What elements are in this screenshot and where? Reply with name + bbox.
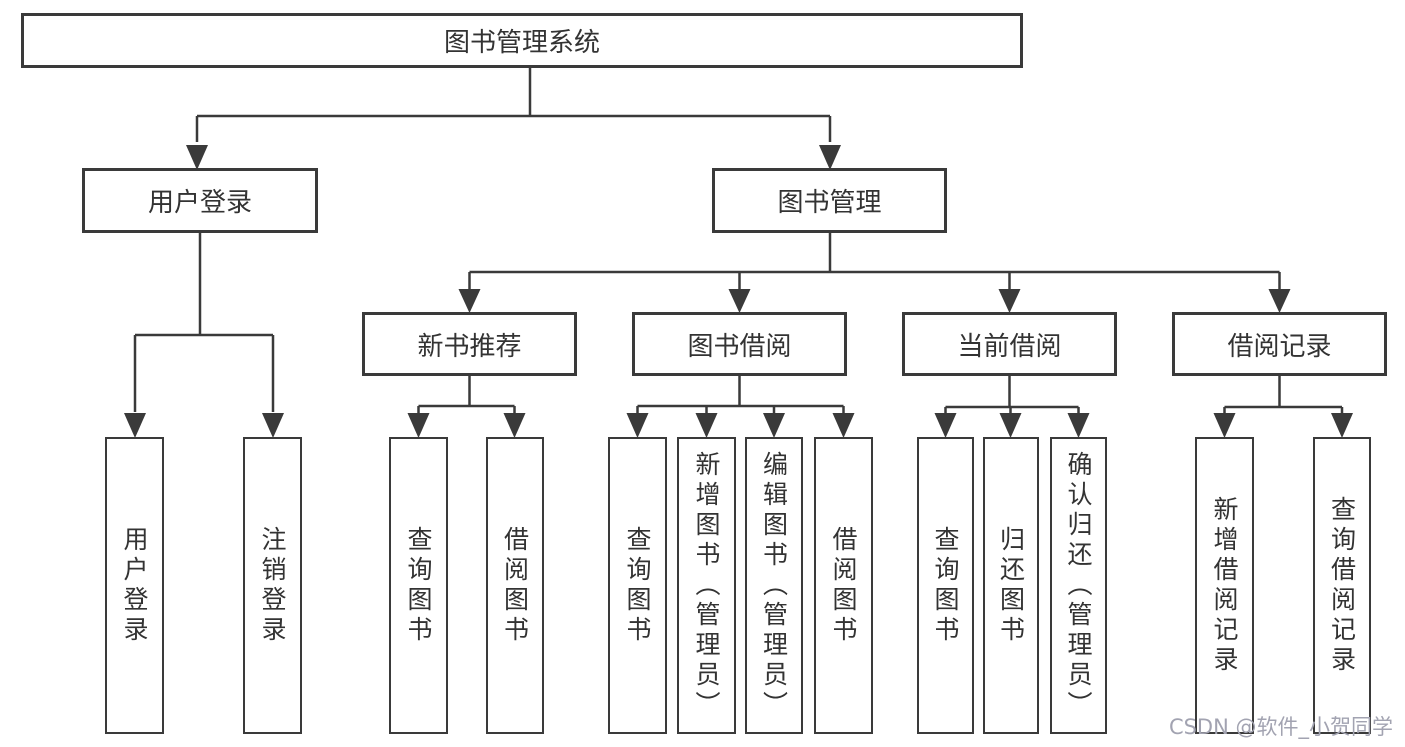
leaf-logout: 注销登录 [243, 437, 302, 734]
csdn-watermark: CSDN @软件_小贺同学 [1168, 715, 1393, 739]
leaf-edit-books-admin: 编辑图书（管理员） [745, 437, 803, 734]
leaf-return-books: 归还图书 [983, 437, 1039, 734]
node-new-book-recommend: 新书推荐 [362, 312, 577, 376]
leaf-add-books-admin-label: 新增图书（管理员） [692, 450, 721, 721]
leaf-return-books-label: 归还图书 [996, 525, 1026, 646]
leaf-query-books-borrowing: 查询图书 [608, 437, 667, 734]
connector-book-management-to-level3 [458, 233, 1291, 313]
connector-root-to-level2 [186, 68, 841, 170]
connector-current-borrowing-to-leaves [934, 376, 1090, 438]
leaf-add-borrow-record: 新增借阅记录 [1195, 437, 1254, 734]
node-user-login-label: 用户登录 [147, 188, 252, 218]
leaf-user-login: 用户登录 [105, 437, 164, 734]
node-new-book-recommend-label: 新书推荐 [417, 331, 522, 362]
leaf-borrow-books-recommend-label: 借阅图书 [500, 525, 530, 646]
leaf-query-books-current: 查询图书 [917, 437, 974, 734]
leaf-query-borrow-record: 查询借阅记录 [1313, 437, 1371, 734]
leaf-add-borrow-record-label: 新增借阅记录 [1210, 495, 1239, 676]
leaf-borrow-books-recommend: 借阅图书 [486, 437, 544, 734]
leaf-logout-label: 注销登录 [258, 525, 287, 646]
node-book-management-label: 图书管理 [777, 188, 882, 218]
leaf-user-login-label: 用户登录 [120, 525, 149, 646]
node-library-system: 图书管理系统 [21, 13, 1023, 68]
node-book-management: 图书管理 [712, 168, 947, 233]
leaf-borrow-books-label: 借阅图书 [829, 525, 858, 646]
connector-user-login-to-leaves [124, 233, 284, 438]
node-current-borrowing-label: 当前借阅 [957, 331, 1062, 362]
leaf-edit-books-admin-label: 编辑图书（管理员） [759, 450, 789, 721]
node-library-system-label: 图书管理系统 [443, 28, 600, 58]
leaf-add-books-admin: 新增图书（管理员） [677, 437, 736, 734]
leaf-query-books-borrowing-label: 查询图书 [623, 525, 652, 646]
node-borrowing-records: 借阅记录 [1172, 312, 1387, 376]
connector-new-book-recommend-to-leaves [407, 376, 526, 438]
leaf-query-books-recommend-label: 查询图书 [404, 525, 433, 646]
node-book-borrowing-label: 图书借阅 [687, 331, 792, 362]
leaf-borrow-books: 借阅图书 [814, 437, 873, 734]
leaf-query-books-recommend: 查询图书 [389, 437, 448, 734]
leaf-query-borrow-record-label: 查询借阅记录 [1327, 495, 1357, 676]
leaf-query-books-current-label: 查询图书 [931, 525, 960, 646]
node-borrowing-records-label: 借阅记录 [1227, 331, 1332, 362]
node-book-borrowing: 图书借阅 [632, 312, 847, 376]
leaf-confirm-return-admin-label: 确认归还（管理员） [1064, 450, 1093, 721]
node-current-borrowing: 当前借阅 [902, 312, 1117, 376]
node-user-login: 用户登录 [82, 168, 318, 233]
connector-borrowing-records-to-leaves [1213, 376, 1353, 438]
connector-book-borrowing-to-leaves [626, 376, 855, 438]
leaf-confirm-return-admin: 确认归还（管理员） [1050, 437, 1107, 734]
